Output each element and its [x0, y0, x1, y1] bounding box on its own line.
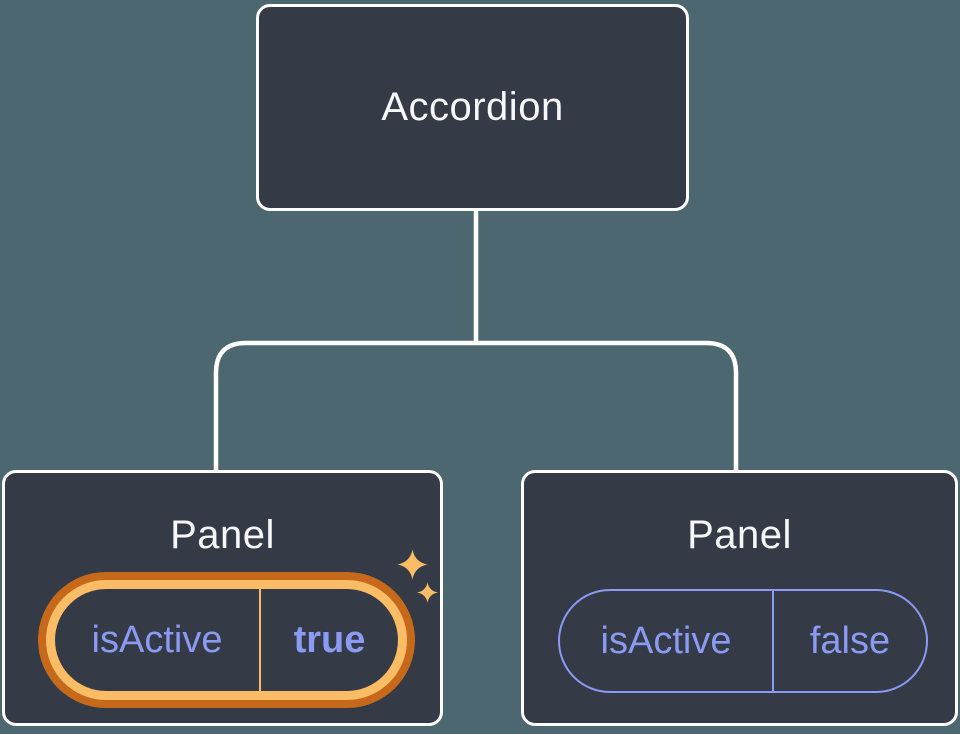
prop-value: false — [809, 619, 891, 662]
panel-node-label: Panel — [687, 513, 792, 557]
prop-value: true — [293, 618, 366, 661]
panel-node-inactive: Panel isActive false — [521, 470, 958, 726]
prop-pill-inactive: isActive false — [558, 589, 928, 693]
sparkle-icon — [417, 582, 438, 603]
sparkle-icon — [397, 549, 428, 580]
prop-pill-active: isActive true — [55, 589, 398, 691]
pill-divider — [772, 591, 774, 691]
accordion-node-label: Accordion — [381, 85, 564, 129]
accordion-node: Accordion — [256, 4, 689, 211]
panel-node-label: Panel — [170, 513, 275, 557]
prop-name: isActive — [91, 618, 223, 661]
pill-divider — [259, 589, 261, 691]
panel-node-active: Panel isActive true — [2, 470, 443, 726]
prop-name: isActive — [600, 619, 732, 662]
